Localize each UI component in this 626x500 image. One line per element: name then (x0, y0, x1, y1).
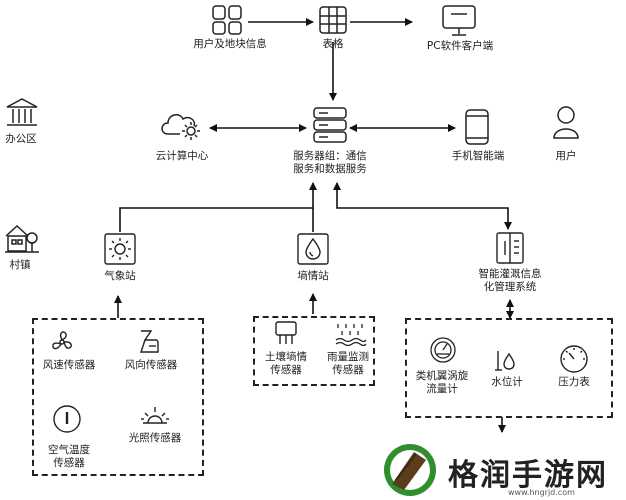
water-level-icon (495, 351, 515, 371)
soil-sensor-group (253, 316, 375, 386)
soil-moisture-sensor-label: 土壤墒情 传感器 (258, 351, 314, 377)
rain-gauge-icon (335, 324, 367, 346)
server-group-label: 服务器组：通信 服务和数据服务 (280, 150, 380, 176)
watermark-logo-icon (384, 444, 436, 496)
irrigation-sensor-group (405, 318, 613, 418)
user-parcel-label: 用户及地块信息 (193, 38, 267, 50)
user-person-icon (553, 106, 579, 139)
pressure-gauge-icon (560, 345, 588, 373)
office-building-icon (6, 98, 38, 126)
soil-drop-icon (297, 233, 329, 265)
wind-direction-sensor-label: 风向传感器 (124, 359, 178, 371)
pressure-gauge-label: 压力表 (558, 376, 590, 388)
village-house-icon (5, 224, 39, 253)
user-parcel-grid-icon (212, 5, 242, 35)
thermometer-dial-icon (53, 405, 81, 433)
office-label: 办公区 (5, 133, 37, 145)
watermark-text: 格润手游网 (448, 458, 608, 493)
table-label: 表格 (322, 38, 344, 50)
flow-meter-icon (430, 337, 456, 363)
arrow-server-irrigation (333, 182, 512, 230)
cloud-gear-icon (161, 114, 200, 140)
irrigation-system-label: 智能灌溉信息 化管理系统 (470, 268, 550, 294)
soil-label-line1: 土壤墒情 (265, 351, 307, 363)
flow-label-line1: 类机翼涡旋 (415, 370, 469, 382)
pc-client-label: PC软件客户端 (426, 40, 494, 52)
weather-sensor-group (32, 318, 204, 476)
watermark-url: www.hngrjd.com (508, 488, 575, 497)
mobile-phone-icon (465, 109, 489, 145)
weather-sun-icon (104, 233, 136, 265)
air-temp-label-line2: 传感器 (53, 457, 85, 469)
irrigation-label-line2: 化管理系统 (483, 281, 537, 293)
wind-direction-icon (140, 330, 159, 353)
light-sun-icon (141, 407, 169, 424)
rain-sensor-label: 雨量监测 传感器 (320, 351, 376, 377)
wind-fan-icon (52, 331, 72, 350)
irrigation-cabinet-icon (496, 232, 524, 264)
server-label-line1: 服务器组：通信 (293, 150, 367, 162)
rain-label-line2: 传感器 (332, 364, 364, 376)
weather-station-label: 气象站 (104, 270, 136, 282)
air-temp-label-line1: 空气温度 (48, 444, 90, 456)
soil-station-label: 墒情站 (297, 270, 329, 282)
water-level-label: 水位计 (491, 376, 523, 388)
mobile-label: 手机智能端 (451, 150, 505, 162)
irrigation-label-line1: 智能灌溉信息 (478, 268, 542, 280)
table-icon (319, 6, 347, 34)
air-temp-sensor-label: 空气温度 传感器 (36, 444, 102, 470)
flow-label-line2: 流量计 (426, 383, 458, 395)
soil-label-line2: 传感器 (270, 364, 302, 376)
soil-probe-icon (275, 321, 297, 344)
pc-monitor-icon (442, 5, 476, 36)
server-label-line2: 服务和数据服务 (293, 163, 367, 175)
rain-label-line1: 雨量监测 (327, 351, 369, 363)
arrow-weather-to-server (119, 182, 317, 232)
light-sensor-label: 光照传感器 (128, 432, 182, 444)
village-label: 村镇 (9, 259, 31, 271)
flow-meter-label: 类机翼涡旋 流量计 (408, 370, 476, 396)
user-label: 用户 (555, 150, 577, 162)
wind-speed-sensor-label: 风速传感器 (42, 359, 96, 371)
server-rack-icon (313, 107, 347, 143)
cloud-center-label: 云计算中心 (155, 150, 209, 162)
